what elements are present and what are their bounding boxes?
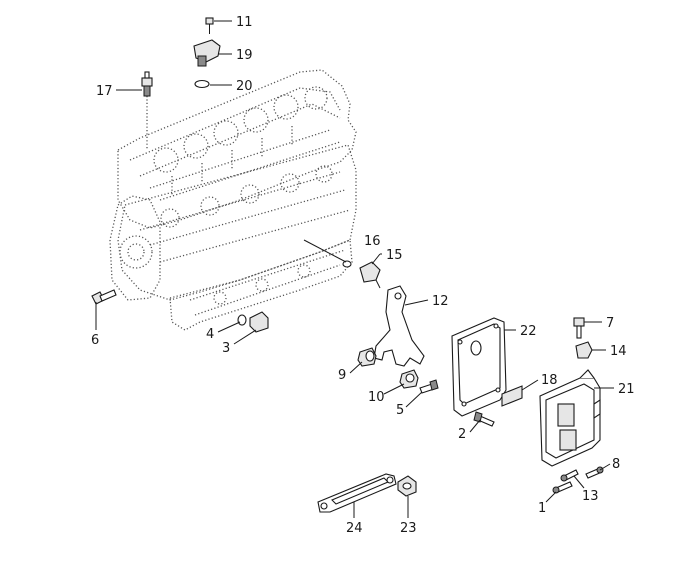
callout-21: 21 — [618, 382, 635, 397]
bolt-7-shank — [576, 325, 582, 339]
callout-11: 11 — [236, 15, 253, 30]
callout-20: 20 — [236, 79, 253, 94]
sensor-17 — [141, 71, 153, 97]
ecu-connector-upper — [557, 403, 575, 427]
callout-17: 17 — [96, 84, 113, 99]
o-ring-16 — [342, 260, 352, 268]
spacer-10 — [399, 369, 419, 389]
spacer-9 — [357, 347, 377, 367]
label-18 — [501, 385, 523, 407]
bolt-11-head — [205, 17, 214, 25]
sensor-15-and-ring-16 — [342, 260, 381, 289]
callout-13: 13 — [582, 489, 599, 504]
engine-block — [109, 69, 357, 331]
callout-23: 23 — [400, 521, 417, 536]
sensor-19-tip — [197, 55, 207, 67]
bolt-2 — [473, 411, 495, 427]
callout-12: 12 — [432, 294, 449, 309]
nut-23 — [397, 475, 417, 497]
bolt-6 — [91, 289, 117, 305]
o-ring-20 — [194, 79, 210, 89]
callout-19: 19 — [236, 48, 253, 63]
callout-5: 5 — [396, 403, 404, 418]
callout-9: 9 — [338, 368, 346, 383]
spacer-14 — [575, 341, 593, 359]
o-ring-4 — [237, 314, 247, 326]
callout-24: 24 — [346, 521, 363, 536]
callout-6: 6 — [91, 333, 99, 348]
callout-2: 2 — [458, 427, 466, 442]
callout-15: 15 — [386, 248, 403, 263]
sensor-15 — [359, 261, 381, 283]
callout-14: 14 — [610, 344, 627, 359]
leader-lines — [95, 20, 614, 518]
callout-8: 8 — [612, 457, 620, 472]
ecu-connector-lower — [559, 429, 577, 451]
callout-1: 1 — [538, 501, 546, 516]
bolt-5 — [419, 379, 439, 394]
callout-22: 22 — [520, 324, 537, 339]
callout-4: 4 — [206, 327, 214, 342]
plug-3-and-ring-4 — [237, 311, 269, 333]
callout-labels: 11 19 20 17 6 4 3 16 15 12 9 10 5 2 22 1… — [91, 15, 635, 536]
bolt-7-head — [573, 317, 585, 327]
strap-24 — [317, 473, 397, 513]
callout-18: 18 — [541, 373, 558, 388]
bolts-1-8-13 — [552, 466, 604, 494]
callout-3: 3 — [222, 341, 230, 356]
bolt-7-and-spacer-14 — [573, 317, 593, 359]
mounting-plate-22 — [451, 317, 507, 417]
plug-3 — [249, 311, 269, 333]
bracket-12 — [373, 285, 425, 367]
callout-16: 16 — [364, 234, 381, 249]
callout-10: 10 — [368, 390, 385, 405]
callout-7: 7 — [606, 316, 614, 331]
sensor-assembly-top — [193, 17, 221, 89]
ecu-21 — [539, 369, 601, 467]
